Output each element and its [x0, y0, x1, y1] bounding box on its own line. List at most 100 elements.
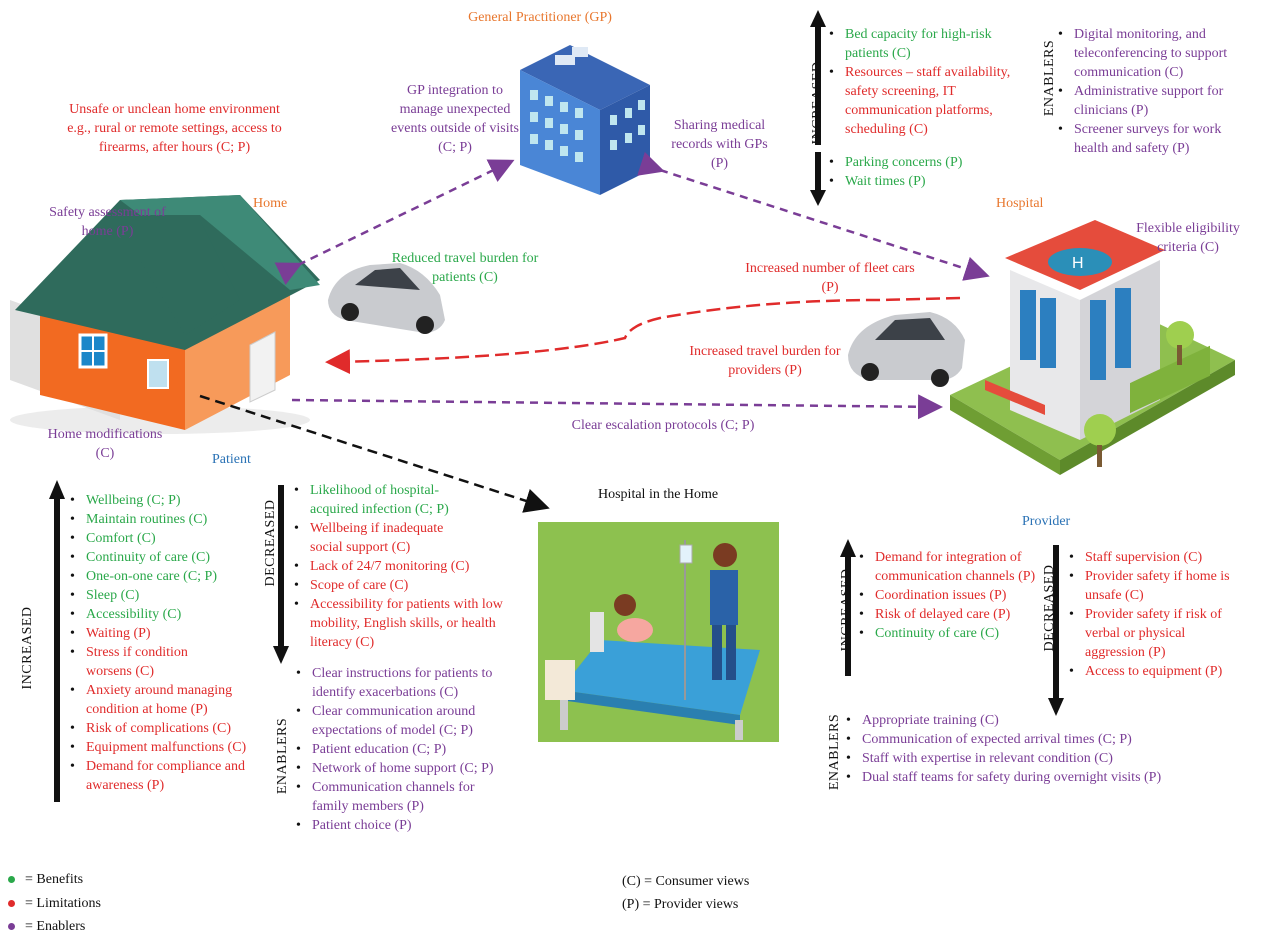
- patient-decreased-label: DECREASED: [263, 499, 278, 587]
- list-item: Risk of complications (C): [67, 719, 277, 738]
- hospital-building-illustration: H: [950, 220, 1235, 475]
- list-item: Anxiety around managing condition at hom…: [67, 681, 271, 719]
- list-item: Bed capacity for high-risk patients (C): [826, 25, 1038, 63]
- legend-benefits-label: = Benefits: [25, 872, 84, 887]
- patient-enablers-label: ENABLERS: [275, 717, 290, 795]
- list-item: Staff supervision (C): [1066, 548, 1246, 567]
- increased-fleet-annotation: Increased number of fleet cars (P): [745, 261, 915, 295]
- list-item: Sleep (C): [67, 586, 277, 605]
- provider-enablers-list: Appropriate training (C) Communication o…: [843, 711, 1243, 787]
- hospital-decreased-arrowhead: [810, 190, 826, 206]
- legend-provider: (P) = Provider views: [622, 897, 739, 912]
- list-item: Scope of care (C): [291, 576, 511, 595]
- patient-increased-list: Wellbeing (C; P) Maintain routines (C) C…: [67, 491, 277, 795]
- benefit-dot-icon: [8, 876, 15, 884]
- list-item: Access to equipment (P): [1066, 662, 1246, 681]
- safety-assessment-annotation: Safety assessment of home (P): [49, 205, 166, 239]
- list-item: Equipment malfunctions (C): [67, 738, 277, 757]
- hospital-increased-list: Bed capacity for high-risk patients (C) …: [826, 25, 1038, 139]
- home-gp-arrow: [274, 159, 515, 285]
- provider-title: Provider: [1022, 514, 1071, 529]
- list-item: Lack of 24/7 monitoring (C): [291, 557, 511, 576]
- patient-increased-label: INCREASED: [20, 606, 35, 690]
- list-item: Clear communication around expectations …: [293, 702, 513, 740]
- list-item: Digital monitoring, and teleconferencing…: [1055, 25, 1255, 82]
- patient-increased-arrowhead: [49, 480, 65, 499]
- legend-limitations-label: = Limitations: [25, 896, 101, 911]
- patient-decreased-list: Likelihood of hospital-acquired infectio…: [291, 481, 511, 652]
- patient-title: Patient: [212, 452, 251, 467]
- limitation-dot-icon: [8, 900, 15, 908]
- list-item: Wellbeing if inadequate social support (…: [291, 519, 470, 557]
- list-item: Patient education (C; P): [293, 740, 513, 759]
- hospital-enablers-list: Digital monitoring, and teleconferencing…: [1055, 25, 1255, 158]
- legend-consumer: (C) = Consumer views: [622, 874, 750, 889]
- patient-enablers-list: Clear instructions for patients to ident…: [293, 664, 513, 835]
- list-item: Patient choice (P): [293, 816, 513, 835]
- gp-title: General Practitioner (GP): [468, 10, 612, 25]
- list-item: Network of home support (C; P): [293, 759, 513, 778]
- list-item: Wait times (P): [826, 172, 1026, 191]
- fleet-cars-arrow: [325, 296, 961, 375]
- hospital-in-the-home-scene: [538, 522, 779, 742]
- provider-enablers-label: ENABLERS: [827, 713, 842, 791]
- gp-hospital-arrow: [637, 151, 990, 281]
- sharing-records-annotation: Sharing medical records with GPs (P): [671, 118, 768, 171]
- car-illustration-right: [848, 312, 965, 387]
- list-item: Provider safety if home is unsafe (C): [1066, 567, 1246, 605]
- list-item: Communication of expected arrival times …: [843, 730, 1243, 749]
- provider-increased-list: Demand for integration of communication …: [856, 548, 1036, 643]
- list-item: Comfort (C): [67, 529, 277, 548]
- hospital-increased-label: INCREASED: [810, 61, 825, 145]
- list-item: Continuity of care (C): [856, 624, 1036, 643]
- hospital-increased-arrowhead: [810, 10, 826, 27]
- increased-travel-annotation: Increased travel burden for providers (P…: [689, 344, 841, 378]
- list-item: Stress if condition worsens (C): [67, 643, 216, 681]
- gp-building-illustration: [520, 45, 650, 195]
- provider-decreased-label: DECREASED: [1042, 564, 1057, 652]
- hospital-decreased-list: Parking concerns (P) Wait times (P): [826, 153, 1026, 191]
- list-item: Demand for integration of communication …: [856, 548, 1036, 586]
- list-item: One-on-one care (C; P): [67, 567, 277, 586]
- home-title: Home: [253, 196, 288, 211]
- unsafe-home-annotation: Unsafe or unclean home environment e.g.,…: [67, 102, 282, 155]
- gp-integration-annotation: GP integration to manage unexpected even…: [391, 83, 519, 155]
- list-item: Likelihood of hospital-acquired infectio…: [291, 481, 470, 519]
- provider-increased-label: INCREASED: [839, 568, 854, 652]
- list-item: Coordination issues (P): [856, 586, 1036, 605]
- legend-limitations: = Limitations: [8, 894, 101, 913]
- list-item: Waiting (P): [67, 624, 277, 643]
- reduced-travel-annotation: Reduced travel burden for patients (C): [391, 251, 539, 285]
- clear-escalation-annotation: Clear escalation protocols (C; P): [571, 418, 755, 433]
- home-modifications-annotation: Home modifications (C): [47, 427, 163, 461]
- list-item: Accessibility (C): [67, 605, 277, 624]
- home-to-hith-arrow: [199, 394, 550, 513]
- provider-decreased-arrowhead: [1048, 698, 1064, 716]
- list-item: Demand for compliance and awareness (P): [67, 757, 276, 795]
- svg-text:H: H: [1072, 255, 1084, 272]
- list-item: Dual staff teams for safety during overn…: [843, 768, 1243, 787]
- hith-title: Hospital in the Home: [598, 487, 719, 502]
- legend-enablers: = Enablers: [8, 917, 85, 936]
- list-item: Continuity of care (C): [67, 548, 277, 567]
- legend-enablers-label: = Enablers: [25, 919, 86, 934]
- list-item: Provider safety if risk of verbal or phy…: [1066, 605, 1246, 662]
- list-item: Communication channels for family member…: [293, 778, 513, 816]
- list-item: Maintain routines (C): [67, 510, 277, 529]
- list-item: Clear instructions for patients to ident…: [293, 664, 513, 702]
- house-illustration: [10, 195, 320, 434]
- provider-decreased-list: Staff supervision (C) Provider safety if…: [1066, 548, 1246, 681]
- list-item: Parking concerns (P): [826, 153, 1026, 172]
- list-item: Resources – staff availability, safety s…: [826, 63, 1038, 139]
- provider-increased-arrowhead: [840, 539, 856, 557]
- enabler-dot-icon: [8, 923, 15, 931]
- legend-benefits: = Benefits: [8, 870, 83, 889]
- list-item: Administrative support for clinicians (P…: [1055, 82, 1255, 120]
- list-item: Accessibility for patients with low mobi…: [291, 595, 511, 652]
- list-item: Risk of delayed care (P): [856, 605, 1036, 624]
- list-item: Staff with expertise in relevant conditi…: [843, 749, 1243, 768]
- list-item: Screener surveys for work health and saf…: [1055, 120, 1255, 158]
- list-item: Wellbeing (C; P): [67, 491, 277, 510]
- escalation-arrow: [291, 394, 943, 420]
